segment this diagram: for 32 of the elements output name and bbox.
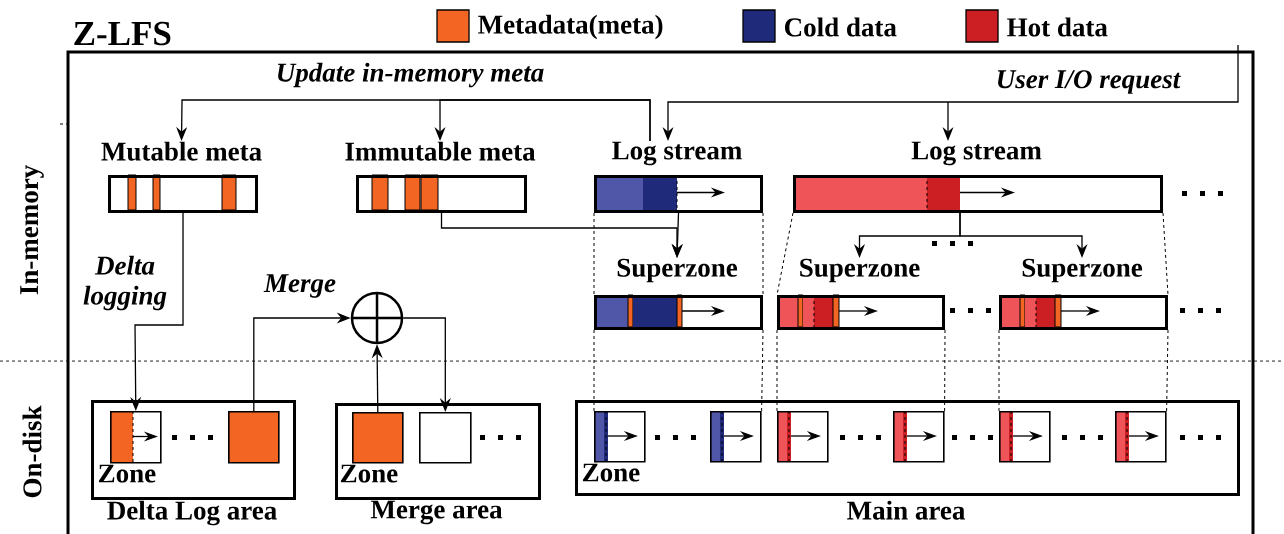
metadata-bar: Immutable meta [345,141,536,213]
projection-line [1166,329,1169,412]
projection-line [776,329,778,412]
projection-line [998,329,1000,412]
edge-label: Delta logging [83,255,167,311]
projection-line [1162,212,1169,296]
side-label: On-disk [22,405,42,498]
legend-item: Hot data [965,9,1108,43]
superzone-bar: Superzone [594,258,763,330]
zone-box: Zone [340,412,404,483]
projection-line [761,329,764,412]
side-label: In-memory [20,165,44,295]
superzone-bar: Superzone [999,258,1168,330]
edge-label: Update in-memory meta [278,62,544,88]
log-stream-bar: Log stream [594,141,763,213]
node-label: Delta Log area [107,500,277,526]
legend-item: Metadata(meta) [436,9,663,43]
projection-line [593,329,595,412]
log-stream-bar: Log stream [793,141,1163,213]
metadata-bar: Mutable meta [101,141,262,213]
zone-box [419,412,472,464]
zone-box: Zone [582,411,646,482]
merge-operator [350,291,404,345]
projection-line [593,212,764,296]
projection-line [944,329,946,412]
operator-label: Merge [263,274,336,298]
legend-item: Cold data [742,9,897,43]
superzone-bar: Superzone [777,258,945,330]
node-label: Main area [847,500,965,520]
node-label: Merge area [370,500,503,525]
edge-label: User I/O request [997,70,1181,94]
zone-box: Zone [98,411,162,483]
